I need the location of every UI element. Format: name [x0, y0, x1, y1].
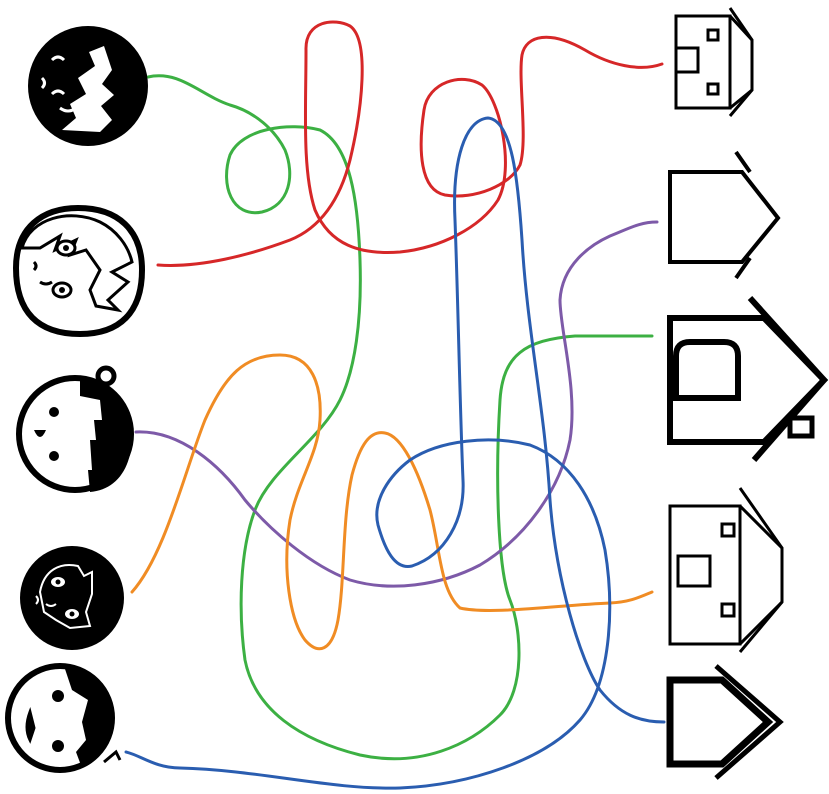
path-red[interactable] [156, 20, 664, 267]
face-5[interactable] [5, 663, 122, 773]
house-3[interactable] [667, 295, 829, 462]
house-plain-icon [668, 150, 781, 280]
house-double-roof-icon [666, 664, 784, 780]
face-outline-long-hair-icon [12, 204, 146, 338]
face-4[interactable] [20, 546, 124, 650]
house-bold-chimney-icon [667, 295, 829, 462]
house-5[interactable] [666, 664, 784, 780]
house-4[interactable] [668, 487, 784, 653]
path-blue[interactable] [124, 116, 666, 790]
house-1[interactable] [674, 7, 754, 117]
path-layer [124, 20, 666, 790]
face-1[interactable] [28, 26, 148, 146]
face-bowl-cut-icon [16, 365, 134, 493]
house-2[interactable] [668, 150, 781, 280]
face-side-hair-small-icon [5, 663, 122, 773]
path-orange[interactable] [130, 353, 654, 651]
house-two-windows-small-icon [674, 7, 754, 117]
path-green[interactable] [146, 74, 654, 761]
face-dark-spiky-hair-icon [28, 26, 148, 146]
face-dark-round-icon [20, 546, 124, 650]
house-two-windows-large-icon [668, 487, 784, 653]
path-purple[interactable] [134, 220, 659, 588]
face-2[interactable] [12, 204, 146, 338]
face-3[interactable] [16, 365, 134, 493]
